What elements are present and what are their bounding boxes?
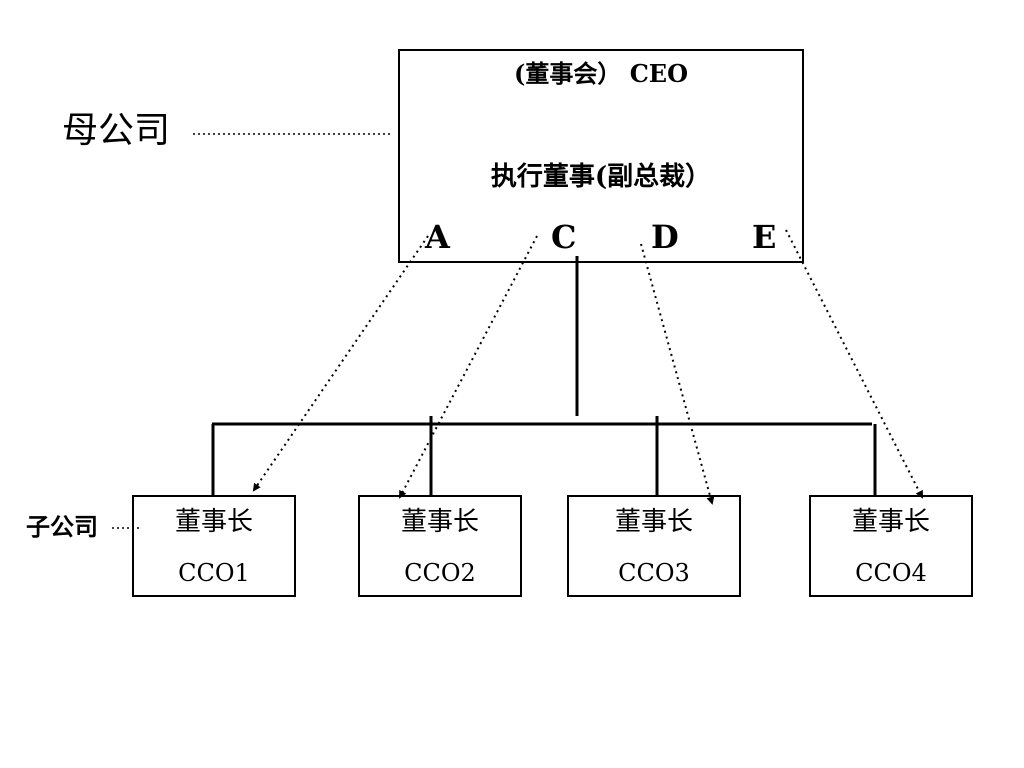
director-a: A	[425, 218, 450, 256]
subsidiary-box-cco4: 董事长 CCO4	[809, 495, 973, 597]
cco-name: CCO3	[618, 559, 690, 587]
subsidiary-box-cco2: 董事长 CCO2	[358, 495, 522, 597]
parent-company-box	[398, 49, 804, 263]
subsidiary-box-cco3: 董事长 CCO3	[567, 495, 741, 597]
cco-name: CCO1	[178, 559, 250, 587]
arrow-a-to-cco1	[252, 235, 429, 492]
director-e: E	[752, 218, 777, 256]
board-ceo-title: (董事会） CEO	[513, 59, 688, 88]
arrow-c-to-cco2	[399, 235, 538, 499]
chairman-role: 董事长	[174, 507, 253, 537]
chairman-role: 董事长	[614, 507, 693, 537]
cco-name: CCO4	[855, 559, 927, 587]
executive-director-title: 执行董事(副总裁）	[490, 162, 712, 192]
subsidiary-label: 子公司	[26, 513, 98, 541]
cco-name: CCO2	[404, 559, 476, 587]
arrow-d-to-cco3	[640, 243, 715, 505]
director-d: D	[651, 218, 679, 256]
subsidiary-box-cco1: 董事长 CCO1	[132, 495, 296, 597]
parent-company-label: 母公司	[62, 110, 171, 151]
director-c: C	[551, 218, 577, 256]
arrow-e-to-cco4	[785, 229, 923, 499]
chairman-role: 董事长	[400, 507, 479, 537]
chairman-role: 董事长	[851, 507, 930, 537]
